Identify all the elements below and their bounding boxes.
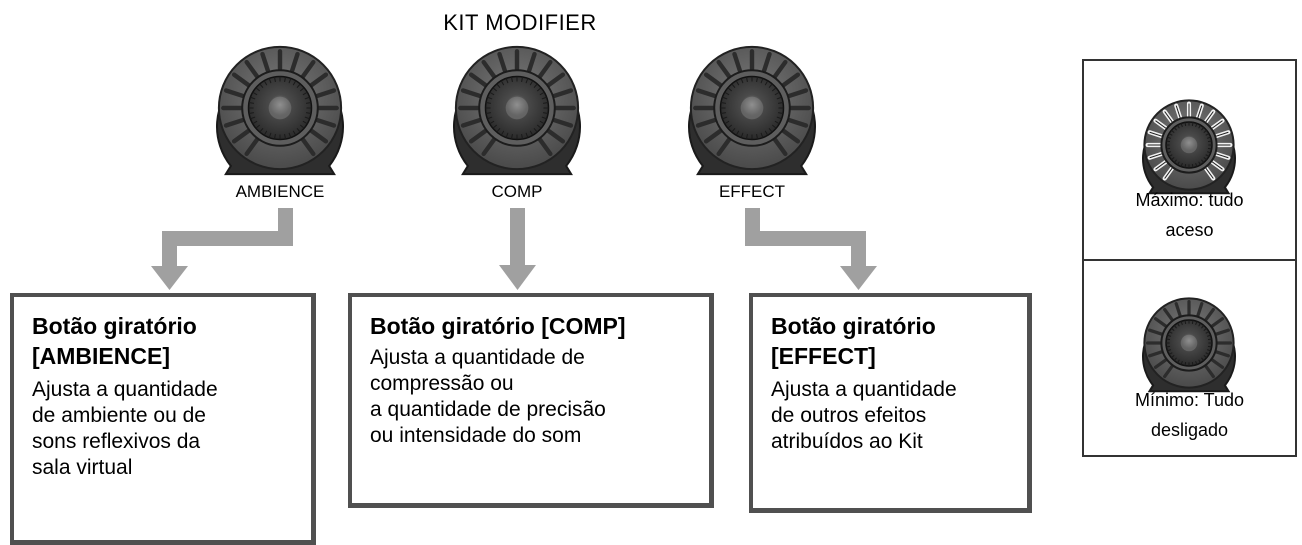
ambience-description-box: Botão giratório [AMBIENCE] Ajusta a quan… (10, 293, 316, 545)
legend-max-cell: Máximo: tudo aceso (1084, 61, 1295, 259)
comp-description: Ajusta a quantidade de compressão ou a q… (370, 346, 606, 447)
kit-modifier-title: KIT MODIFIER (443, 10, 597, 35)
legend-min-text: Mínimo: Tudo desligado (1134, 390, 1245, 440)
ambience-knob-icon[interactable] (216, 45, 344, 176)
comp-description-box: Botão giratório [COMP] Ajusta a quantida… (348, 293, 714, 508)
ambience-description: Ajusta a quantidade de ambiente ou de so… (32, 378, 218, 479)
legend-max-text: Máximo: tudo aceso (1135, 190, 1244, 240)
ambience-arrow (151, 208, 293, 290)
comp-arrow (499, 208, 536, 290)
comp-knob-icon[interactable] (453, 45, 581, 176)
effect-description-box: Botão giratório [EFFECT] Ajusta a quanti… (749, 293, 1032, 513)
effect-description: Ajusta a quantidade de outros efeitos at… (771, 378, 957, 453)
min-knob-icon (1142, 297, 1236, 393)
ambience-heading: Botão giratório [AMBIENCE] (32, 313, 197, 369)
max-knob-icon (1142, 99, 1236, 195)
comp-heading: Botão giratório [COMP] (370, 313, 626, 339)
effect-heading: Botão giratório [EFFECT] (771, 313, 936, 369)
effect-knob-icon[interactable] (688, 45, 816, 176)
comp-knob-label: COMP (491, 182, 543, 201)
ambience-knob-label: AMBIENCE (235, 182, 325, 201)
legend-min-cell: Mínimo: Tudo desligado (1084, 259, 1295, 459)
led-legend: Máximo: tudo aceso Mínimo: Tudo desligad… (1082, 59, 1297, 457)
effect-arrow (745, 208, 877, 290)
effect-knob-label: EFFECT (718, 182, 786, 201)
